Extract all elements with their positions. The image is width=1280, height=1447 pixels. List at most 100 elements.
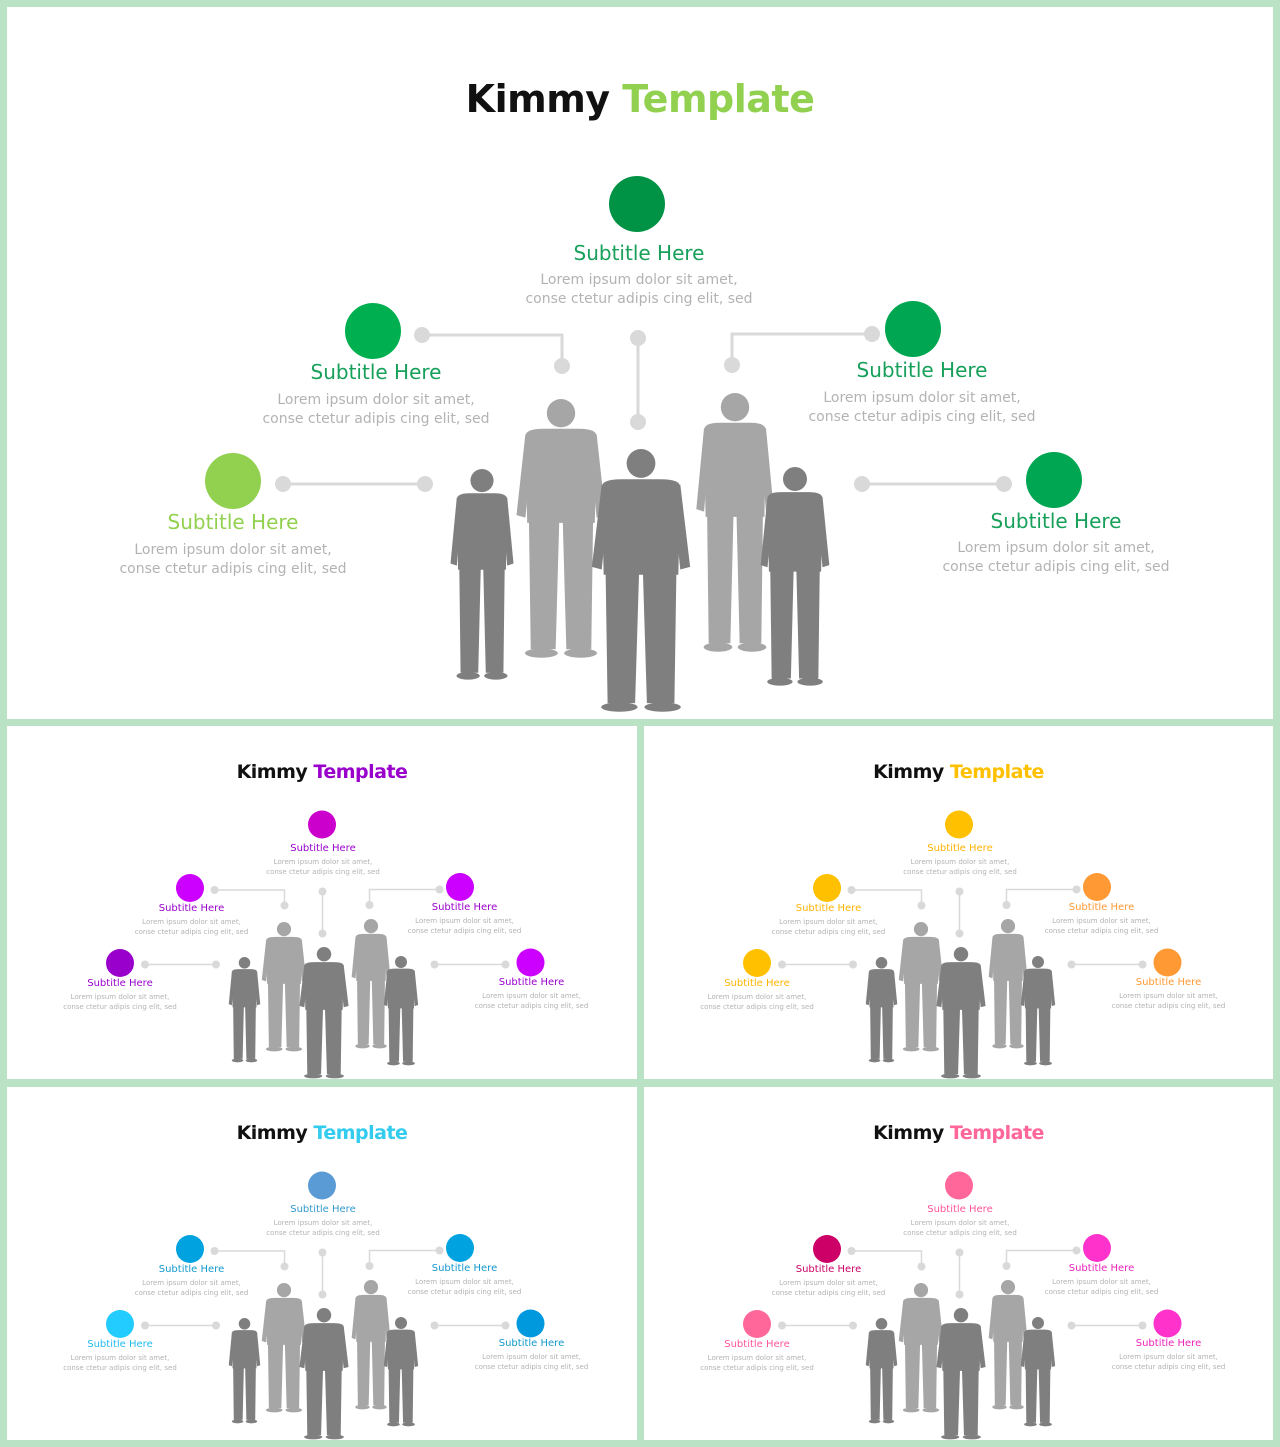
subtitle-lower-left: Subtitle Here [724,1338,790,1350]
title-word-template: Template [622,77,815,121]
subtitle-upper-right: Subtitle Here [431,1262,498,1274]
person-silhouette-5 [760,467,830,686]
connector-dot [365,901,374,909]
description-line-1: Lorem ipsum dolor sit amet, [273,1219,373,1227]
person-silhouette-3 [936,947,986,1079]
connector-dot [554,358,570,374]
connector-dot [1002,1262,1011,1270]
connector-dot [210,1247,219,1255]
subtitle-upper-left: Subtitle Here [310,360,442,384]
description-line-2: conse ctetur adipis cing elit, sed [119,561,347,577]
connector-dot [430,1321,439,1330]
slide-title: Kimmy Template [644,761,1273,783]
subtitle-top: Subtitle Here [290,1204,356,1215]
description-line-2: conse ctetur adipis cing elit, sed [1044,1287,1159,1296]
description-line-1: Lorem ipsum dolor sit amet, [273,858,373,866]
description-upper-left: Lorem ipsum dolor sit amet,conse ctetur … [729,918,929,937]
description-line-1: Lorem ipsum dolor sit amet, [1052,917,1151,925]
marker-circle-lower-right [1026,452,1082,508]
description-line-1: Lorem ipsum dolor sit amet, [70,1354,170,1362]
description-line-1: Lorem ipsum dolor sit amet, [415,917,514,925]
marker-circle-upper-left [813,1235,841,1263]
subtitle-upper-left: Subtitle Here [795,902,862,914]
connector-dot [435,885,444,894]
description-lower-right: Lorem ipsum dolor sit amet,conse ctetur … [432,1353,632,1372]
marker-circle-lower-left [106,1310,134,1338]
description-line-2: conse ctetur adipis cing elit, sed [700,1002,814,1011]
marker-circle-top [308,810,336,839]
connector-dot [847,1247,856,1255]
description-top: Lorem ipsum dolor sit amet,conse ctetur … [223,1219,423,1238]
title-word-template: Template [313,761,408,783]
title-word-template: Template [949,1122,1045,1144]
description-line-2: conse ctetur adipis cing elit, sed [808,409,1036,425]
description-line-2: conse ctetur adipis cing elit, sed [903,867,1017,876]
description-upper-right: Lorem ipsum dolor sit amet,conse ctetur … [1002,917,1202,936]
person-silhouette-4 [988,919,1028,1049]
connector-dot [778,1321,786,1330]
connector-dot [849,960,857,969]
person-silhouette-5 [1020,956,1056,1066]
description-upper-left: Lorem ipsum dolor sit amet,conse ctetur … [729,1279,929,1298]
description-line-1: Lorem ipsum dolor sit amet, [482,992,581,1000]
title-word-kimmy: Kimmy [236,761,308,783]
description-top: Lorem ipsum dolor sit amet,conse ctetur … [860,858,1060,877]
connector-line [730,332,872,365]
subtitle-lower-right: Subtitle Here [498,1338,565,1349]
person-silhouette-3 [299,947,349,1079]
description-line-1: Lorem ipsum dolor sit amet, [415,1278,514,1286]
description-line-1: Lorem ipsum dolor sit amet, [779,1279,878,1287]
description-upper-left: Lorem ipsum dolor sit amet,conse ctetur … [176,391,576,429]
connector-dot [318,929,327,938]
description-line-2: conse ctetur adipis cing elit, sed [474,1362,589,1371]
marker-circle-upper-left [176,1235,204,1263]
description-line-2: conse ctetur adipis cing elit, sed [407,926,522,935]
person-silhouette-5 [383,1317,419,1427]
description-line-2: conse ctetur adipis cing elit, sed [134,1288,249,1297]
subtitle-lower-left: Subtitle Here [167,510,299,534]
person-silhouette-1 [450,469,514,680]
connector-line [422,333,564,366]
subtitle-top: Subtitle Here [927,1204,993,1215]
connector-dot [430,960,439,969]
description-line-1: Lorem ipsum dolor sit amet, [910,858,1010,866]
title-word-kimmy: Kimmy [465,77,610,121]
marker-circle-upper-right [446,1234,474,1262]
subtitle-top: Subtitle Here [290,843,356,854]
description-line-1: Lorem ipsum dolor sit amet, [957,540,1155,556]
connector-dot [1138,960,1147,969]
connector-dot [501,960,510,969]
description-line-1: Lorem ipsum dolor sit amet, [277,392,475,408]
connector-dot [141,1321,149,1330]
connector-dot [630,414,646,430]
description-lower-right: Lorem ipsum dolor sit amet,conse ctetur … [432,992,632,1011]
connector-dot [275,476,291,492]
subtitle-lower-right: Subtitle Here [1135,977,1202,988]
subtitle-lower-left: Subtitle Here [87,977,153,989]
description-line-2: conse ctetur adipis cing elit, sed [942,559,1170,575]
connector-dot [365,1262,374,1270]
marker-circle-upper-left [813,874,841,902]
connector-dot [141,960,149,969]
description-line-1: Lorem ipsum dolor sit amet, [142,1279,241,1287]
description-line-2: conse ctetur adipis cing elit, sed [903,1228,1017,1237]
description-line-1: Lorem ipsum dolor sit amet, [823,390,1021,406]
subtitle-upper-right: Subtitle Here [431,901,498,913]
description-lower-left: Lorem ipsum dolor sit amet,conse ctetur … [20,1354,220,1373]
marker-circle-upper-right [1083,1234,1111,1262]
connector-dot [955,1290,964,1299]
person-silhouette-4 [351,919,391,1049]
description-line-2: conse ctetur adipis cing elit, sed [700,1363,814,1372]
connector-line [214,889,286,906]
description-line-1: Lorem ipsum dolor sit amet, [707,1354,807,1362]
description-lower-left: Lorem ipsum dolor sit amet,conse ctetur … [33,541,433,579]
marker-circle-lower-left [205,453,261,509]
person-silhouette-3 [299,1308,349,1440]
connector-dot [1067,1321,1076,1330]
description-lower-left: Lorem ipsum dolor sit amet,conse ctetur … [20,993,220,1012]
